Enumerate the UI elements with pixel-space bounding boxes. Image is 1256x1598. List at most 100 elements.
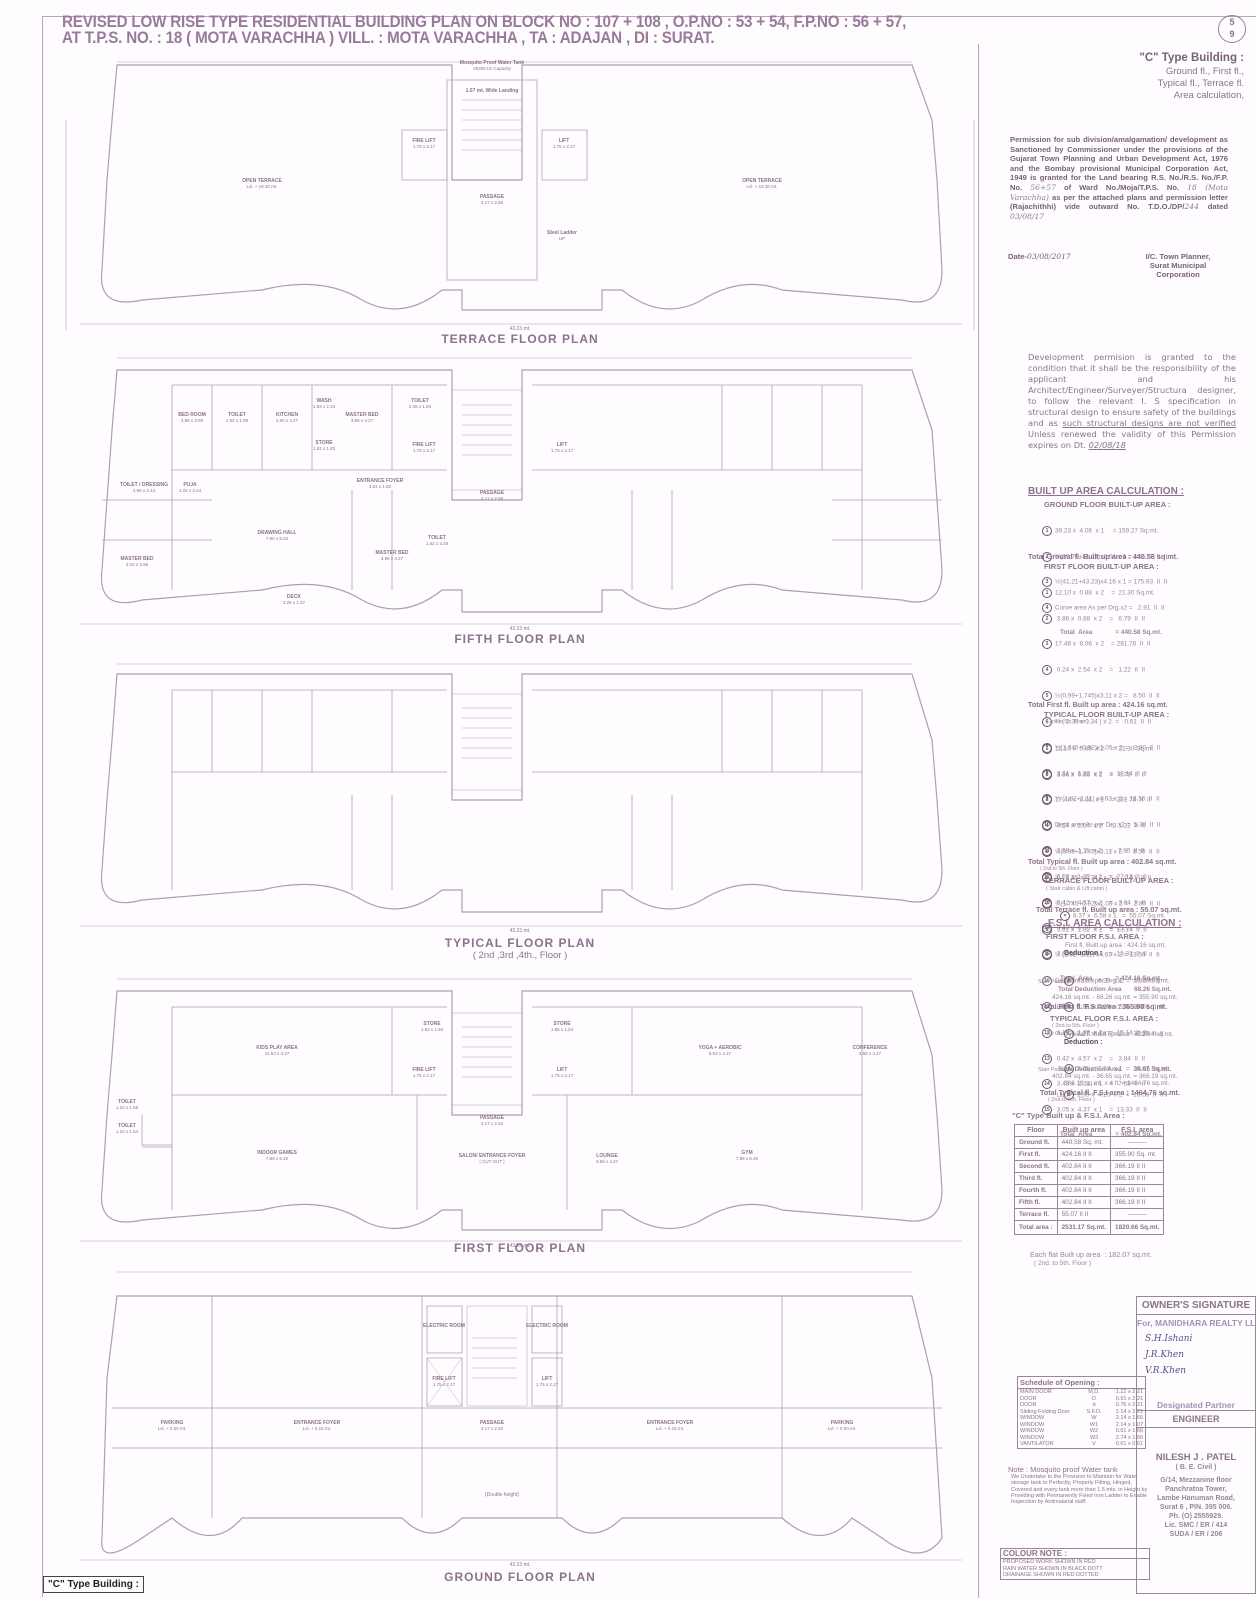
c-type-heading: "C" Type Building : — [1139, 52, 1244, 64]
room-label: ELECTRIC ROOM — [423, 1323, 465, 1329]
table-total-row: Total area :2531.17 Sq.mt.1820.66 Sq.mt. — [1014, 1220, 1165, 1235]
fsi-typical-deduction-label: Deduction : — [1064, 1039, 1103, 1046]
terrace-builtup-heading: TERRACE FLOOR BUILT-UP AREA : — [1044, 876, 1174, 885]
fsi-first-calc: 424.16 sq.mt. - 68.26 sq.mt. = 355.90 sq… — [1052, 994, 1178, 1001]
fsi-heading: F.S.I. AREA CALCULATION : — [1048, 918, 1182, 929]
overall-dimension: 43.23 mt. — [509, 326, 531, 332]
table-row: Ground fl.440.58 Sq. mt.——— — [1014, 1136, 1165, 1149]
fsi-typical-heading: TYPICAL FLOOR F.S.I. AREA : — [1050, 1014, 1159, 1023]
terrace-plan-drawing — [65, 61, 975, 330]
typical-builtup-total-note: ( 2nd.to 5th. Floor ) — [1040, 866, 1083, 872]
ground-builtup-heading: GROUND FLOOR BUILT-UP AREA : — [1044, 500, 1171, 509]
sheet-num-bottom: 9 — [1229, 29, 1235, 39]
each-flat-note: ( 2nd. to 5th. Floor ) — [1034, 1260, 1092, 1267]
colour-note: COLOUR NOTE : PROPOSED WORK SHOWN IN RED… — [1000, 1548, 1150, 1580]
room-label: 1.07 mt. Wide Landing — [465, 88, 519, 94]
typical-builtup-note: ( 2nd.to 5th. Floor ) — [1046, 719, 1089, 725]
plan-subtitle-typical: ( 2nd ,3rd ,4th., Floor ) — [472, 950, 568, 961]
c-type-subtitle: Ground fl., First fl., Typical fl., Terr… — [1157, 66, 1244, 101]
first-builtup-heading: FIRST FLOOR BUILT-UP AREA : — [1044, 562, 1159, 571]
plan-title-terrace: TERRACE FLOOR PLAN — [441, 332, 599, 346]
permission-stamp: Permission for sub division/amalgamation… — [1010, 135, 1228, 221]
room-label: ELECTRIC ROOM — [526, 1323, 568, 1329]
summary-table-heading: "C" Type Built up & F.S.I. Area : — [1012, 1111, 1125, 1120]
owner-signature: V.R.Khen — [1145, 1366, 1187, 1376]
fsi-first-deduction-label: Deduction : — [1064, 950, 1103, 957]
table-row: Terrace fl.55.07 II II——— — [1014, 1208, 1165, 1221]
ground-plan-drawing — [80, 1271, 962, 1561]
fsi-typical-note: ( 2nd.to 5th. Floor ) — [1052, 1023, 1099, 1029]
each-flat-builtup: Each flat Built up area : 182.07 sq.mt. — [1030, 1250, 1152, 1259]
building-type-label: "C" Type Building : — [43, 1576, 144, 1593]
terrace-builtup-total: Total Terrace fl. Built up area : 55.07 … — [1036, 905, 1182, 914]
overall-dimension: 43.23 mt. — [509, 626, 531, 632]
typical-plan-drawing — [80, 663, 962, 927]
builtup-heading: BUILT UP AREA CALCULATION : — [1028, 486, 1184, 497]
overall-dimension: 43.23 mt. — [509, 1562, 531, 1568]
fsi-typical-total-deduction: Total Deduction Area 36.65 Sq.mt. — [1058, 1066, 1172, 1073]
summary-area-table: Floor Built up area F.S.I. area Ground f… — [1014, 1124, 1165, 1235]
sheet-num-top: 5 — [1229, 17, 1235, 27]
plan-title-ground: GROUND FLOOR PLAN — [444, 1570, 596, 1584]
fsi-typical-builtup: Typical fl. Built up area : 402.84 sq.mt… — [1065, 1031, 1174, 1038]
development-permission-text: Development permision is granted to the … — [1028, 352, 1237, 450]
fsi-first-total-deduction: Total Deduction Area 68.26 Sq.mt. — [1058, 986, 1172, 993]
table-header-row: Floor Built up area F.S.I. area — [1014, 1124, 1165, 1137]
permission-signature-block: Date-03/08/2017 I/C. Town Planner, Surat… — [1008, 252, 1211, 279]
room-label: (Double height) — [484, 1492, 520, 1498]
typical-builtup-heading: TYPICAL FLOOR BUILT-UP AREA : — [1044, 710, 1170, 719]
fsi-typical-calc2: 366.19 sq.mt. x 4 fl. = 1464.76 sq.mt. — [1064, 1080, 1170, 1087]
owner-signature: S.H.Ishani — [1145, 1334, 1193, 1344]
